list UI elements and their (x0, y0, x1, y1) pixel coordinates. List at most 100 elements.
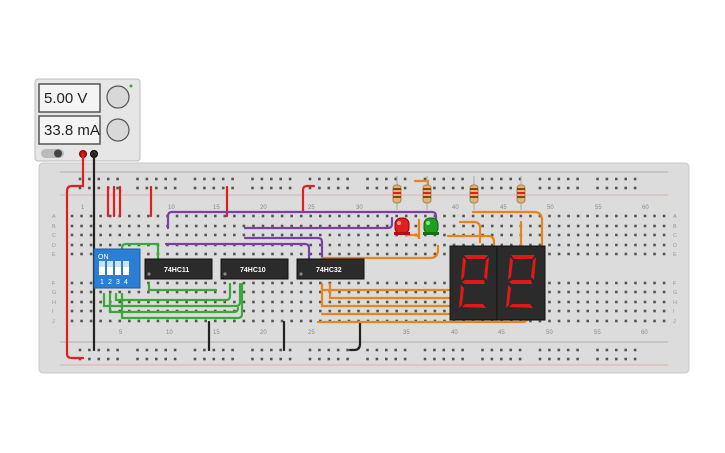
dip-number: 2 (108, 279, 112, 286)
row-letter: J (52, 319, 55, 325)
green-led[interactable] (423, 217, 439, 235)
wires-purple[interactable] (164, 210, 438, 264)
col-num: 60 (641, 330, 648, 336)
col-num: 1 (81, 205, 85, 211)
voltage-knob[interactable] (106, 85, 130, 109)
resistor-3 (469, 176, 479, 210)
col-num: 5 (119, 330, 123, 336)
row-letter: C (673, 233, 677, 239)
row-letter: F (673, 281, 677, 287)
chip-74hc32[interactable]: 74HC32 (296, 258, 365, 280)
row-letter: D (673, 243, 677, 249)
row-letter: I (52, 309, 54, 315)
dip-toggle-2[interactable] (107, 261, 113, 275)
col-num: 40 (452, 205, 459, 211)
green-wire-3 (108, 292, 240, 314)
psu-positive-wire (65, 152, 85, 360)
purple-wire-1 (166, 210, 438, 230)
row-letter: H (673, 300, 677, 306)
green-wire-1 (120, 242, 160, 264)
col-num: 45 (500, 205, 507, 211)
col-num: 15 (213, 205, 220, 211)
row-letter: B (673, 224, 677, 230)
orange-wire-2 (404, 218, 421, 240)
green-wire-5 (120, 282, 244, 320)
green-wire-6 (147, 282, 218, 292)
chip-label: 74HC11 (164, 267, 189, 274)
row-letters-right: A B C D E F G H I J (673, 214, 677, 325)
row-letter: J (673, 319, 676, 325)
voltage-display (38, 83, 101, 113)
dip-number: 1 (100, 279, 104, 286)
indicator-dot (129, 84, 133, 88)
orange-wire-3 (458, 220, 482, 244)
col-num: 50 (546, 330, 553, 336)
green-wire-4 (114, 282, 232, 302)
col-num: 55 (594, 330, 601, 336)
col-num: 30 (356, 205, 363, 211)
seven-segment-display-2[interactable] (496, 245, 546, 321)
dip-switch[interactable]: ON 1 2 3 4 (93, 248, 141, 289)
col-num: 60 (642, 205, 649, 211)
row-letter: A (52, 214, 56, 220)
dip-on-label: ON (98, 254, 109, 261)
purple-wire-4 (243, 236, 324, 264)
col-num: 25 (308, 330, 315, 336)
resistor-2 (422, 176, 432, 210)
col-num: 20 (260, 330, 267, 336)
dip-toggle-3[interactable] (115, 261, 121, 275)
power-supply[interactable]: 5.00 V 33.8 mA (34, 78, 141, 162)
purple-wire-2 (243, 216, 394, 230)
breadboard-holes (70, 177, 666, 361)
dip-toggle-4[interactable] (123, 261, 129, 275)
chip-label: 74HC10 (240, 267, 266, 274)
orange-wire-9 (320, 282, 482, 292)
ground-jumper-3 (348, 320, 362, 352)
resistor-1 (392, 176, 402, 210)
row-letters-left: A B C D E F G H I J (52, 214, 56, 325)
chip-74hc10[interactable]: 74HC10 (220, 258, 289, 280)
row-letter: A (673, 214, 677, 220)
purple-wire-3 (164, 242, 311, 264)
col-num: 25 (308, 205, 315, 211)
power-switch-knob (54, 149, 62, 158)
col-num: 10 (168, 205, 175, 211)
current-knob[interactable] (106, 118, 130, 142)
orange-wire-4 (471, 210, 544, 248)
resistor-4 (516, 176, 526, 210)
chip-74hc11[interactable]: 74HC11 (144, 258, 213, 280)
col-num: 15 (213, 330, 220, 336)
col-num: 35 (403, 330, 410, 336)
power-rails (60, 171, 668, 366)
dip-toggle-1[interactable] (99, 261, 105, 275)
col-num: 10 (166, 330, 173, 336)
col-num: 55 (595, 205, 602, 211)
digit-1-segments (459, 255, 489, 308)
col-num: 45 (498, 330, 505, 336)
power-jumper-6 (301, 184, 316, 214)
seven-segment-display-1[interactable] (449, 245, 498, 321)
dip-number: 3 (116, 279, 120, 286)
row-letter: B (52, 224, 56, 230)
chip-label: 74HC32 (316, 267, 342, 274)
red-led[interactable] (394, 217, 410, 235)
green-wire-2 (102, 282, 242, 308)
dip-number: 4 (124, 279, 128, 286)
row-letter: F (52, 281, 56, 287)
orange-wire-5 (446, 234, 496, 248)
col-num: 20 (260, 205, 267, 211)
col-num: 50 (547, 205, 554, 211)
wires-green[interactable] (102, 242, 244, 320)
row-letter: E (673, 252, 677, 258)
current-display (38, 115, 101, 145)
row-letter: D (52, 243, 56, 249)
row-letter: C (52, 233, 56, 239)
row-letter: H (52, 300, 56, 306)
row-letter: G (673, 290, 677, 296)
resistors[interactable] (392, 176, 526, 210)
col-num: 40 (451, 330, 458, 336)
column-numbers-top: 1 10 15 20 25 30 40 45 50 55 60 (81, 205, 649, 211)
row-letter: E (52, 252, 56, 258)
row-letter: I (673, 309, 675, 315)
